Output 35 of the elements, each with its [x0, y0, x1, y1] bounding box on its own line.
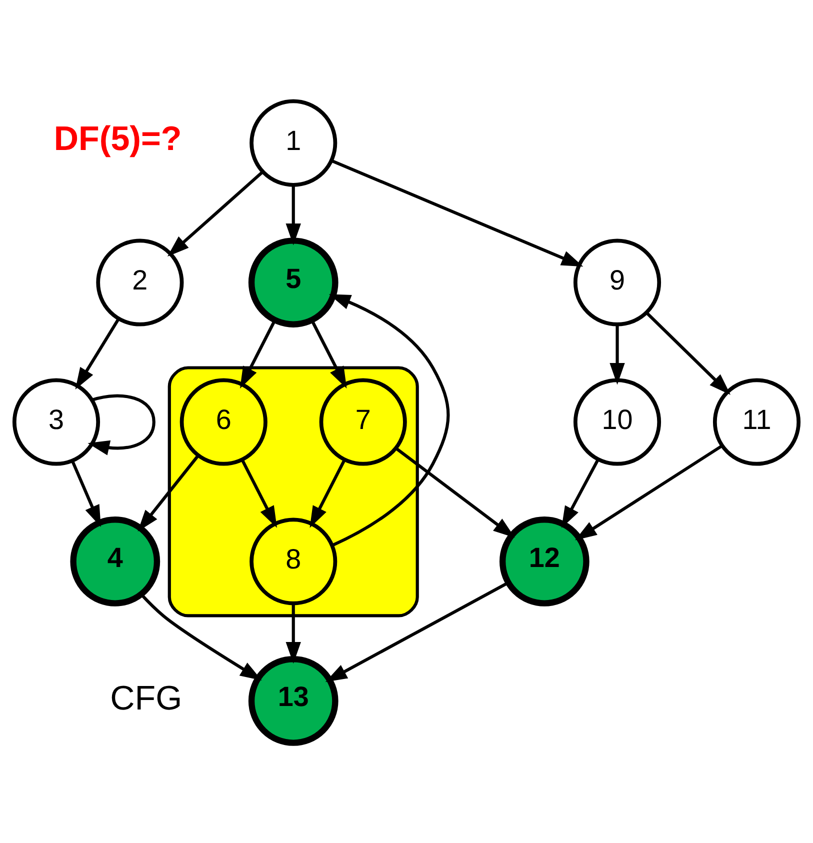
arrow — [286, 603, 301, 664]
arrow — [328, 294, 450, 546]
arrow — [240, 458, 277, 528]
arrow — [70, 460, 101, 527]
arrow — [286, 185, 301, 245]
arrow — [88, 394, 156, 455]
arrow — [310, 319, 347, 388]
arrow — [75, 318, 120, 389]
arrow — [646, 311, 731, 394]
node-circle: 6 — [180, 378, 268, 466]
node-circle: 2 — [96, 238, 184, 326]
arrow — [138, 454, 200, 531]
node-circle: 7 — [319, 378, 407, 466]
node-circle: 8 — [250, 517, 338, 605]
arrow — [325, 581, 509, 682]
arrow — [575, 444, 723, 540]
label: DF(5)=? — [54, 120, 182, 158]
node-circle: 1 — [250, 98, 338, 186]
node-circle: 3 — [12, 378, 100, 466]
arrow — [331, 158, 584, 266]
arrow — [167, 170, 264, 256]
arrow — [140, 592, 262, 680]
label: CFG — [110, 679, 182, 718]
arrow — [610, 324, 625, 384]
arrow — [561, 458, 600, 528]
node-circle: 13 — [248, 656, 338, 746]
arrow — [240, 319, 276, 388]
node-circle: 10 — [573, 378, 662, 466]
node-circle: 12 — [499, 516, 590, 606]
node-circle: 9 — [573, 238, 662, 326]
arrow — [310, 458, 346, 528]
arrow — [395, 446, 515, 538]
node-circle: 4 — [70, 516, 160, 606]
node-circle: 11 — [712, 378, 801, 466]
node-circle: 5 — [248, 237, 338, 327]
